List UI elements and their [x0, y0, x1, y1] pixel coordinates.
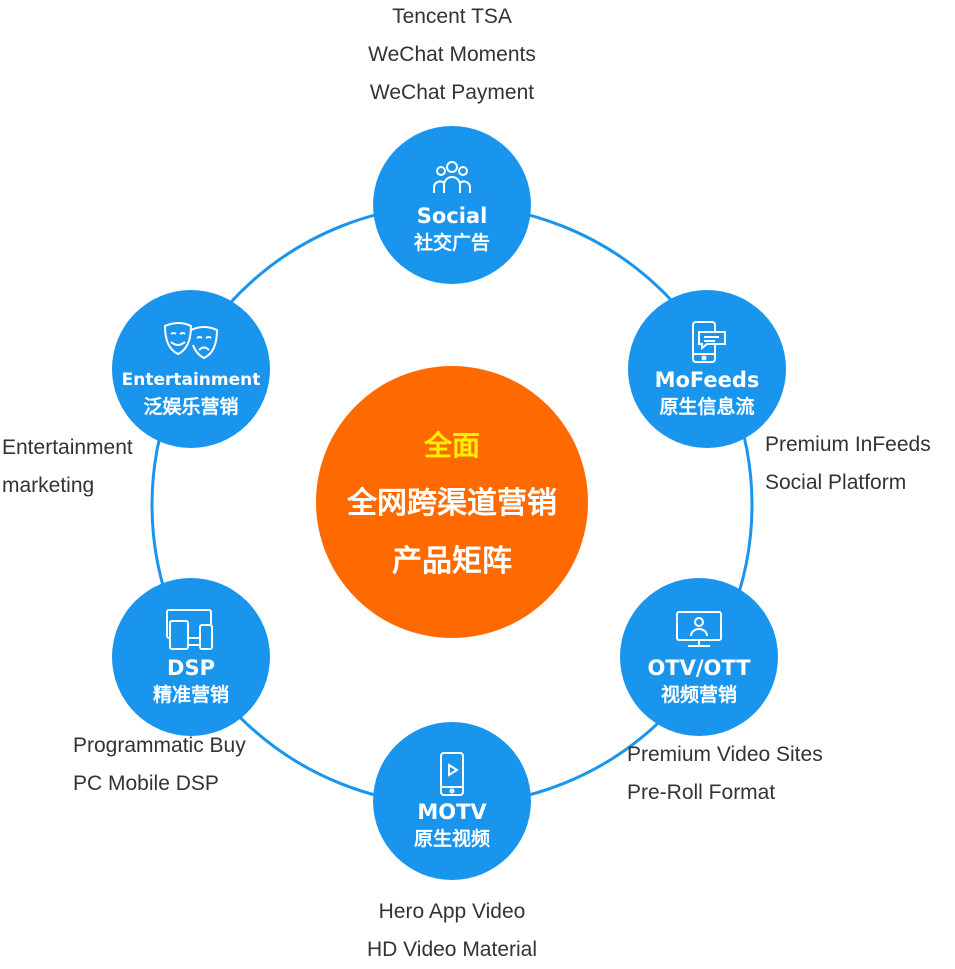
- motv-detail-2: HD Video Material: [366, 938, 538, 961]
- node-social-subtitle: 社交广告: [413, 232, 490, 254]
- monitor-user-icon: [620, 610, 778, 650]
- node-dsp-title: DSP: [167, 656, 215, 680]
- theater-masks-icon: [112, 322, 270, 362]
- node-mofeeds: MoFeeds 原生信息流: [628, 290, 786, 448]
- social-details: Tencent TSA WeChat Moments WeChat Paymen…: [300, 0, 604, 112]
- center-title-highlight: 全面: [423, 429, 480, 462]
- dsp-details: Programmatic Buy PC Mobile DSP: [73, 727, 246, 803]
- node-dsp: DSP 精准营销: [112, 578, 270, 736]
- node-entertainment-title: Entertainment: [121, 370, 261, 390]
- mobile-play-icon: [373, 752, 531, 796]
- node-mofeeds-title: MoFeeds: [654, 368, 760, 392]
- mofeeds-details: Premium InFeeds Social Platform: [765, 426, 931, 502]
- node-otv-ott-title: OTV/OTT: [647, 656, 751, 680]
- motv-detail-1: Hero App Video: [378, 900, 526, 923]
- entertainment-detail-1: Entertainment: [2, 436, 133, 459]
- center-subtitle: 产品矩阵: [392, 544, 512, 579]
- dsp-detail-1: Programmatic Buy: [73, 734, 246, 757]
- node-dsp-subtitle: 精准营销: [152, 684, 229, 706]
- node-social: Social 社交广告: [373, 126, 531, 284]
- mofeeds-detail-1: Premium InFeeds: [765, 433, 931, 456]
- dsp-detail-2: PC Mobile DSP: [73, 772, 219, 795]
- node-otv-ott: OTV/OTT 视频营销: [620, 578, 778, 736]
- people-group-icon: [373, 158, 531, 198]
- otv-ott-detail-2: Pre-Roll Format: [627, 781, 776, 804]
- otv-ott-detail-1: Premium Video Sites: [627, 743, 823, 766]
- entertainment-detail-2: marketing: [2, 474, 95, 497]
- node-entertainment: Entertainment 泛娱乐营销: [112, 290, 270, 448]
- entertainment-details: Entertainment marketing: [2, 429, 133, 505]
- node-social-title: Social: [416, 204, 488, 228]
- node-motv: MOTV 原生视频: [373, 722, 531, 880]
- mofeeds-detail-2: Social Platform: [765, 471, 907, 494]
- motv-details: Hero App Video HD Video Material: [300, 893, 604, 969]
- center-hub: 全面 全网跨渠道营销 产品矩阵: [316, 366, 588, 638]
- node-motv-title: MOTV: [417, 800, 487, 824]
- social-detail-3: WeChat Payment: [369, 81, 535, 104]
- node-entertainment-subtitle: 泛娱乐营销: [143, 396, 239, 418]
- center-title: 全网跨渠道营销: [347, 486, 557, 521]
- node-otv-ott-subtitle: 视频营销: [660, 684, 737, 706]
- social-detail-2: WeChat Moments: [368, 43, 536, 66]
- node-mofeeds-subtitle: 原生信息流: [659, 396, 755, 418]
- devices-icon: [112, 609, 270, 650]
- node-motv-subtitle: 原生视频: [413, 828, 490, 850]
- social-detail-1: Tencent TSA: [392, 5, 512, 28]
- otv-ott-details: Premium Video Sites Pre-Roll Format: [627, 736, 823, 812]
- mobile-message-icon: [628, 321, 786, 363]
